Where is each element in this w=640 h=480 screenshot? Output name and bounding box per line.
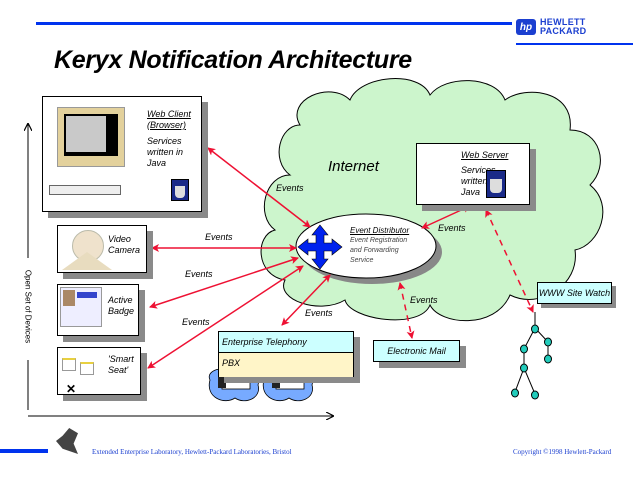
header-rule-logo bbox=[516, 43, 633, 45]
arrow-telephony-distributor bbox=[281, 274, 331, 326]
telephony-title: Enterprise Telephony bbox=[222, 337, 307, 347]
smart-seat-line1: 'Smart bbox=[108, 354, 134, 364]
badge-icon bbox=[60, 287, 102, 327]
event-arrows bbox=[147, 147, 534, 369]
arrow-seat-distributor bbox=[147, 265, 304, 369]
axis-label-text: Open Set of Devices bbox=[23, 269, 33, 344]
event-distributor-desc-2: and Forwarding bbox=[350, 247, 399, 254]
hp-logo-icon: hp bbox=[516, 19, 536, 35]
logo-text-line1: HEWLETT bbox=[540, 17, 586, 27]
events-label-seat: Events bbox=[182, 317, 210, 327]
telephony-box: Enterprise Telephony PBX bbox=[218, 331, 354, 377]
events-label-email: Events bbox=[410, 295, 438, 305]
axis-label-devices: Open Set of Devices bbox=[24, 259, 33, 355]
footer-rule bbox=[0, 449, 48, 453]
web-client-title-2: (Browser) bbox=[147, 120, 187, 130]
events-label-webserver: Events bbox=[438, 223, 466, 233]
arrow-webserver-sitewatch bbox=[485, 209, 534, 313]
arrow-webclient-distributor bbox=[207, 147, 311, 228]
footer-left: Extended Enterprise Laboratory, Hewlett-… bbox=[92, 448, 292, 456]
four-way-arrow-icon bbox=[297, 224, 343, 270]
events-label-badge: Events bbox=[185, 269, 213, 279]
video-camera-box: Video Camera bbox=[57, 225, 147, 273]
page-title: Keryx Notification Architecture bbox=[54, 46, 412, 74]
header-rule-top bbox=[36, 22, 512, 25]
java-cup-icon bbox=[486, 170, 506, 198]
web-server-title: Web Server bbox=[461, 150, 509, 160]
smart-seat-line2: Seat' bbox=[108, 365, 129, 375]
internet-label: Internet bbox=[328, 158, 379, 175]
web-server-desc-1: Services bbox=[461, 165, 496, 175]
site-watch-label: WWW Site Watch bbox=[538, 288, 611, 298]
java-cup-icon bbox=[171, 179, 189, 201]
web-client-box: Web Client (Browser) Services written in… bbox=[42, 96, 202, 212]
video-camera-line1: Video bbox=[108, 234, 131, 244]
arrow-badge-distributor bbox=[149, 256, 299, 309]
events-label-webclient: Events bbox=[276, 183, 304, 193]
web-server-desc-3: Java bbox=[461, 187, 481, 197]
video-camera-line2: Camera bbox=[108, 245, 141, 255]
event-distributor-title: Event Distributor bbox=[350, 226, 410, 235]
active-badge-line1: Active bbox=[108, 295, 133, 305]
event-distributor-desc-1: Event Registration bbox=[350, 237, 408, 244]
email-box: Electronic Mail bbox=[373, 340, 460, 362]
web-client-desc-3: Java bbox=[147, 158, 167, 168]
chair-icon: ✕ bbox=[62, 356, 96, 395]
web-server-box: Web Server Services written in Java bbox=[416, 143, 530, 205]
hp-logo: hp HEWLETT PACKARD bbox=[516, 18, 586, 36]
web-client-desc-1: Services bbox=[147, 136, 182, 146]
site-tree-icon bbox=[511, 312, 552, 400]
footer-right: Copyright ©1998 Hewlett-Packard bbox=[513, 448, 612, 456]
arrow-distributor-email bbox=[397, 282, 415, 339]
telephony-pbx: PBX bbox=[222, 358, 241, 368]
event-distributor-label: Event Distributor Event Registration and… bbox=[350, 226, 409, 266]
keyboard-icon bbox=[49, 185, 121, 195]
smart-seat-box: ✕ 'Smart Seat' bbox=[57, 347, 141, 395]
logo-text-line2: PACKARD bbox=[540, 26, 587, 36]
web-server-desc-2: written in bbox=[461, 176, 498, 186]
monitor-icon bbox=[57, 107, 125, 167]
arrow-distributor-webserver bbox=[421, 205, 471, 229]
email-label: Electronic Mail bbox=[387, 346, 446, 356]
active-badge-box: Active Badge bbox=[57, 284, 139, 336]
events-label-camera: Events bbox=[205, 232, 233, 242]
event-distributor-desc-3: Service bbox=[350, 257, 374, 264]
events-label-telephony: Events bbox=[305, 308, 333, 318]
web-client-title-1: Web Client bbox=[147, 109, 191, 119]
site-watch-box: WWW Site Watch bbox=[537, 282, 612, 304]
active-badge-line2: Badge bbox=[108, 306, 135, 316]
web-client-desc-2: written in bbox=[147, 147, 184, 157]
